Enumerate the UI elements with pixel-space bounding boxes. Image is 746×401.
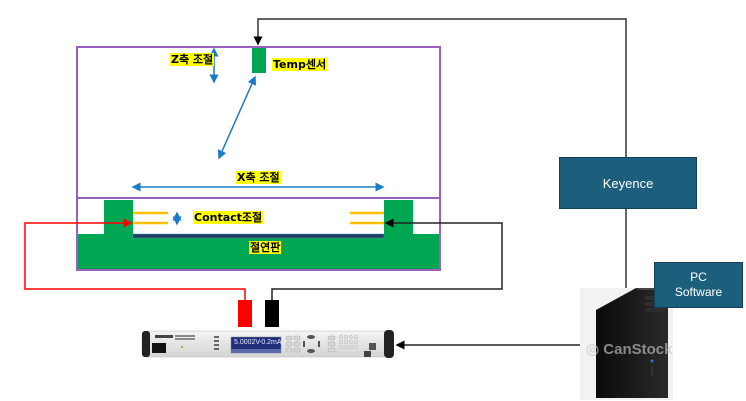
power-supply — [141, 330, 394, 358]
current-readout: -0.2mA — [259, 339, 282, 346]
watermark-text: CanStock — [603, 341, 673, 358]
z-axis-label: Z축 조절 — [170, 53, 215, 66]
sample-plate — [132, 233, 385, 239]
x-axis-label: X축 조절 — [236, 171, 281, 184]
watermark: ◎ CanStock — [586, 340, 672, 358]
keyence-label: Keyence — [602, 175, 654, 191]
keyence-sensor-cable — [253, 18, 627, 180]
temp-sensor — [252, 48, 266, 73]
diagonal-arrow — [217, 75, 257, 160]
black-wire — [271, 218, 503, 300]
camera-icon: ◎ — [586, 341, 600, 358]
voltage-readout: 5.0002V — [234, 339, 261, 346]
pc-software-line1: PC — [690, 270, 707, 284]
keyence-box: Keyence — [559, 157, 697, 209]
red-lead — [238, 300, 252, 327]
contact-label: Contact조절 — [193, 211, 264, 224]
red-wire — [24, 218, 246, 300]
black-lead — [265, 300, 279, 327]
insulator-label: 절연판 — [249, 241, 282, 254]
temp-sensor-label: Temp센서 — [272, 58, 328, 71]
pc-software-line2: Software — [674, 285, 723, 299]
pc-software-box: PC Software — [654, 262, 743, 308]
stage-base — [78, 200, 439, 269]
